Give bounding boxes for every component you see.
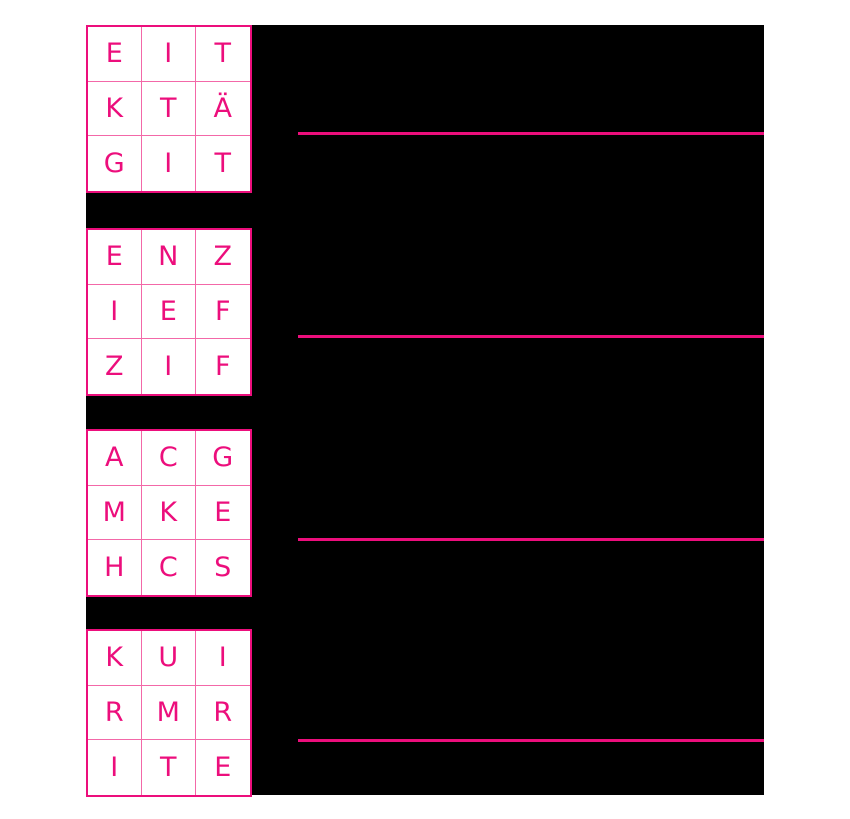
letter-cell-3-3-3[interactable]: S [196,540,250,595]
letter-cell-3-1-3[interactable]: G [196,431,250,486]
letter-cell-4-3-1[interactable]: I [88,740,142,795]
letter-cell-4-2-3[interactable]: R [196,685,250,741]
letter-cell-4-2-2[interactable]: M [142,685,196,741]
letter-cell-2-3-2[interactable]: I [142,339,196,394]
letter-cell-4-2-1[interactable]: R [88,685,142,741]
letter-cell-2-3-1[interactable]: Z [88,339,142,394]
letter-cell-1-2-2[interactable]: T [142,81,196,137]
letter-cell-2-2-2[interactable]: E [142,284,196,340]
letter-cell-3-2-2[interactable]: K [142,485,196,541]
letter-cell-2-3-3[interactable]: F [196,339,250,394]
letter-cell-3-2-3[interactable]: E [196,485,250,541]
letter-cell-3-1-1[interactable]: A [88,431,142,486]
letter-cell-4-3-3[interactable]: E [196,740,250,795]
letter-cell-1-1-3[interactable]: T [196,27,250,82]
letter-cell-4-1-1[interactable]: K [88,631,142,686]
letter-cell-2-1-2[interactable]: N [142,230,196,285]
letter-cell-4-1-3[interactable]: I [196,631,250,686]
letter-cell-1-2-1[interactable]: K [88,81,142,137]
letter-cell-1-2-3[interactable]: Ä [196,81,250,137]
letter-cell-1-1-1[interactable]: E [88,27,142,82]
letter-cell-1-3-2[interactable]: I [142,136,196,191]
letter-cell-3-3-1[interactable]: H [88,540,142,595]
letter-cell-4-3-2[interactable]: T [142,740,196,795]
letter-cell-2-2-1[interactable]: I [88,284,142,340]
letter-cell-2-1-3[interactable]: Z [196,230,250,285]
horizontal-rule-4 [298,739,764,742]
letter-cell-4-1-2[interactable]: U [142,631,196,686]
horizontal-rule-1 [298,132,764,135]
letter-cell-3-2-1[interactable]: M [88,485,142,541]
horizontal-rule-3 [298,538,764,541]
letter-cell-2-2-3[interactable]: F [196,284,250,340]
letter-cell-3-3-2[interactable]: C [142,540,196,595]
letter-cell-1-3-1[interactable]: G [88,136,142,191]
letter-cell-3-1-2[interactable]: C [142,431,196,486]
horizontal-rule-2 [298,335,764,338]
letter-cell-1-1-2[interactable]: I [142,27,196,82]
letter-cell-1-3-3[interactable]: T [196,136,250,191]
letter-cell-2-1-1[interactable]: E [88,230,142,285]
